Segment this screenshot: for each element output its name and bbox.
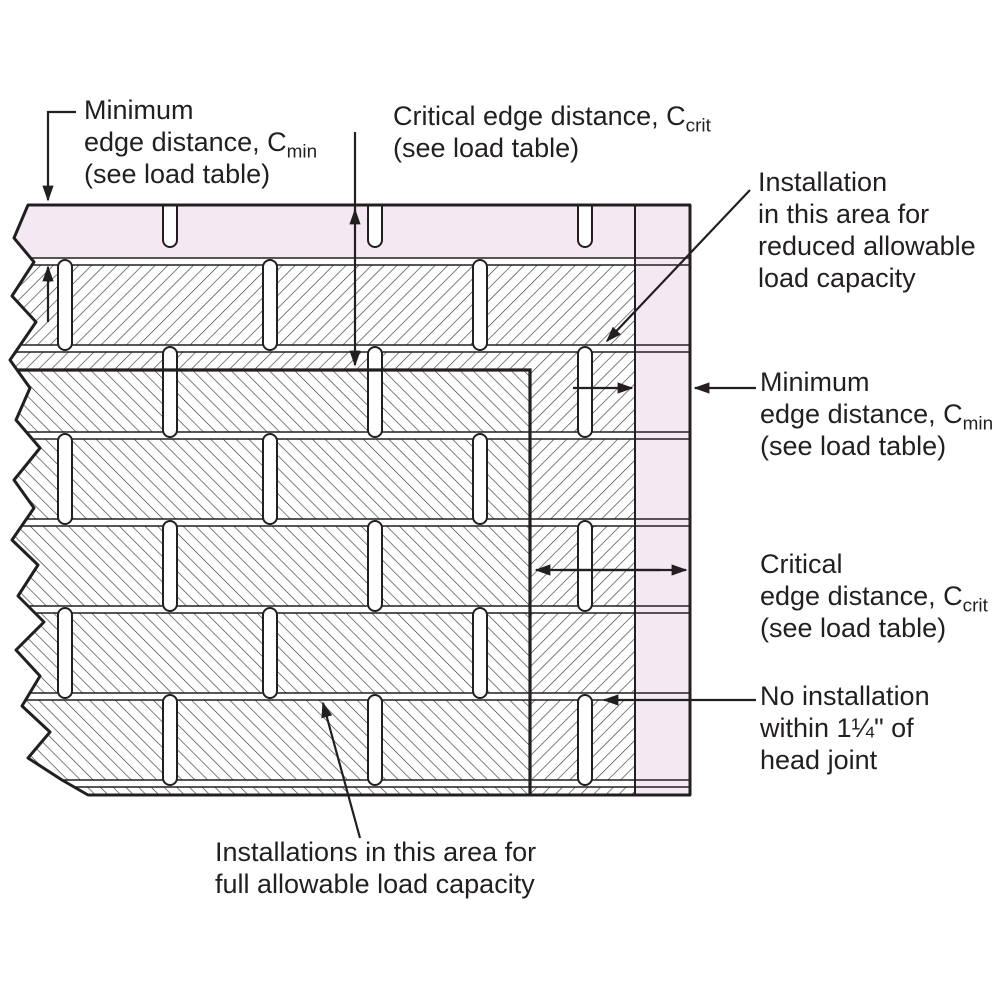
leader-full-capacity xyxy=(321,701,362,839)
label-installation-reduced: Installation in this area for reduced al… xyxy=(758,166,976,294)
label-line: Critical edge distance, Ccrit xyxy=(393,101,711,137)
label-line: Installations in this area for xyxy=(215,837,537,867)
label-line: (see load table) xyxy=(84,159,271,189)
right-no-install-band xyxy=(635,205,690,795)
label-line: No installation xyxy=(760,681,930,711)
label-line: (see load table) xyxy=(760,613,947,643)
label-line: (see load table) xyxy=(393,133,580,163)
label-line: edge distance, Cmin xyxy=(84,127,318,163)
label-line: reduced allowable xyxy=(758,231,976,261)
label-line: in this area for xyxy=(758,199,930,229)
label-line: (see load table) xyxy=(760,431,947,461)
label-line: full allowable load capacity xyxy=(215,869,535,899)
label-line: Installation xyxy=(758,167,888,197)
label-full-capacity: Installations in this area for full allo… xyxy=(215,836,536,900)
label-line: Minimum xyxy=(84,95,194,125)
leader-min-edge-top xyxy=(42,110,76,202)
label-line: head joint xyxy=(760,745,878,775)
label-crit-edge-right: Critical edge distance, Ccrit (see load … xyxy=(760,548,988,644)
label-line: within 1¼" of xyxy=(760,713,914,743)
leaders-and-dimensions xyxy=(42,110,756,839)
wall xyxy=(10,205,690,795)
label-line: load capacity xyxy=(758,263,916,293)
label-no-install: No installation within 1¼" of head joint xyxy=(760,680,930,776)
label-crit-edge-top: Critical edge distance, Ccrit (see load … xyxy=(393,100,711,164)
head-joint-slots xyxy=(57,205,593,786)
label-line: edge distance, Cmin xyxy=(760,399,994,435)
label-line: edge distance, Ccrit xyxy=(760,581,988,617)
capacity-boundary-line xyxy=(10,368,532,795)
label-min-edge-top: Minimum edge distance, Cmin (see load ta… xyxy=(84,94,317,190)
wall-outline-torn-edge xyxy=(8,203,692,797)
label-min-edge-right: Minimum edge distance, Cmin (see load ta… xyxy=(760,366,993,462)
bed-joints xyxy=(10,257,690,788)
leader-installation-reduced xyxy=(605,189,751,343)
label-line: Critical xyxy=(760,549,843,579)
label-line: Minimum xyxy=(760,367,870,397)
